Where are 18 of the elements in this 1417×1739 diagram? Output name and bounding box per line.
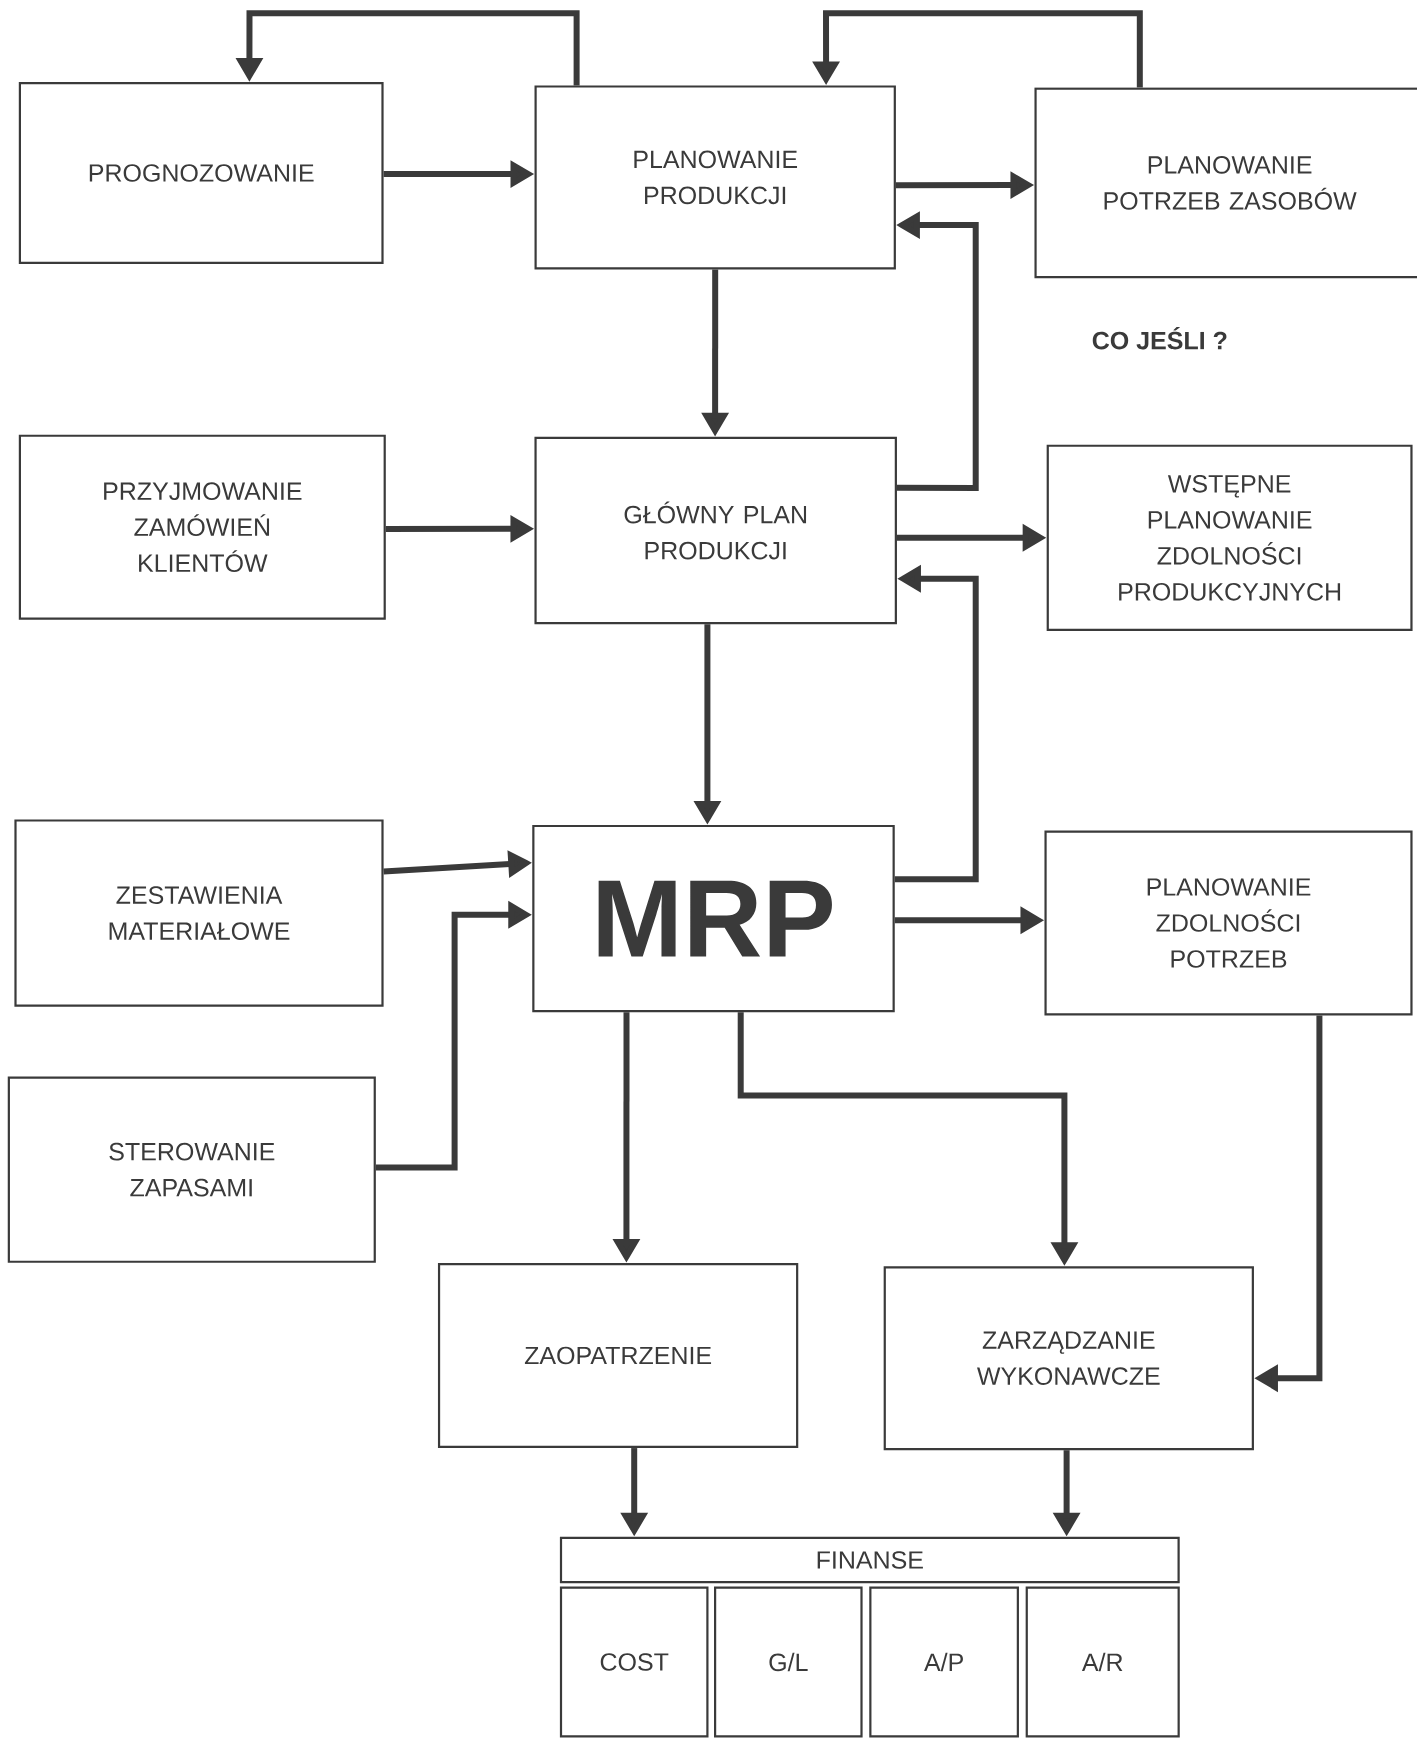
process-box: COST xyxy=(559,1586,709,1738)
process-box: PLANOWANIE POTRZEB ZASOBÓW xyxy=(1034,87,1417,279)
process-box: G/L xyxy=(714,1586,863,1738)
process-box: GŁÓWNY PLAN PRODUKCJI xyxy=(534,436,897,625)
process-box: PLANOWANIE PRODUKCJI xyxy=(534,85,896,270)
process-box: A/P xyxy=(869,1586,1019,1738)
note-text: CO JEŚLI ? xyxy=(1092,327,1227,350)
process-box: ZESTAWIENIA MATERIAŁOWE xyxy=(14,819,384,1007)
process-box: ZARZĄDZANIE WYKONAWCZE xyxy=(883,1266,1254,1451)
process-box: MRP xyxy=(532,824,895,1013)
process-box: A/R xyxy=(1025,1586,1180,1738)
process-box: PRZYJMOWANIE ZAMÓWIEŃ KLIENTÓW xyxy=(18,434,386,620)
header-bar: FINANSE xyxy=(559,1536,1180,1584)
process-box: PROGNOZOWANIE xyxy=(18,82,384,264)
process-box: ZAOPATRZENIE xyxy=(437,1262,799,1449)
process-box: PLANOWANIE ZDOLNOŚCI POTRZEB xyxy=(1044,830,1413,1016)
process-box: WSTĘPNE PLANOWANIE ZDOLNOŚCI PRODUKCYJNYCH xyxy=(1046,444,1413,631)
process-box: STEROWANIE ZAPASAMI xyxy=(7,1076,376,1263)
